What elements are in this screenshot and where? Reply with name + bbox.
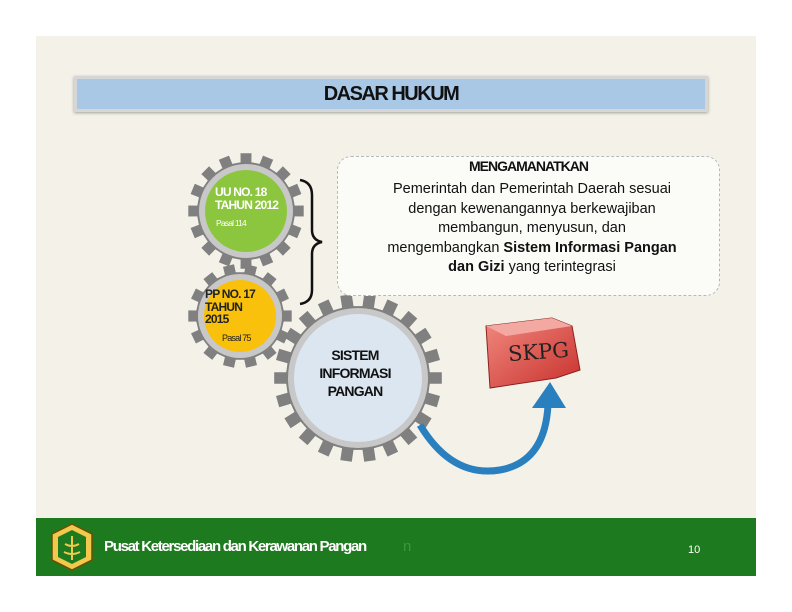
gear-center-line1: SISTEM [331, 347, 379, 363]
gear-uu-face [205, 170, 287, 252]
arrow-head-icon [532, 382, 566, 408]
curved-arrow-icon [417, 404, 552, 475]
gear-uu-line2: TAHUN 2012 [215, 197, 279, 212]
gear-uu-title: UU NO. 18 TAHUN 2012 [215, 185, 279, 212]
page-number: 10 [688, 544, 701, 556]
mandate-line1: Pemerintah dan Pemerintah Daerah sesuai [392, 181, 672, 197]
mandate-line5-bold: dan Gizi [448, 259, 505, 275]
mandate-body: Pemerintah dan Pemerintah Daerah sesuai … [350, 180, 714, 278]
mandate-line2: dengan kewenangannya berkewajiban [408, 200, 656, 217]
skpg-label: SKPG [507, 337, 570, 367]
gear-pp-line2: TAHUN [205, 299, 243, 314]
mandate-line4-plain: mengembangkan [387, 239, 504, 256]
gear-pp-line3: 2015 [205, 312, 229, 327]
gear-center-icon [274, 294, 442, 462]
mandate-line5: dan Gizi yang terintegrasi [350, 258, 714, 278]
mandate-box [337, 156, 720, 296]
footer-bar [36, 518, 756, 576]
gear-pp-face [204, 280, 276, 352]
gear-uu-icon [188, 153, 304, 269]
mandate-line5-plain: yang terintegrasi [504, 259, 616, 275]
mandate-line4-bold: Sistem Informasi Pangan [503, 239, 677, 256]
mandate-heading: MENGAMANATKAN [469, 158, 589, 174]
gear-center-title: SISTEM INFORMASI PANGAN [304, 346, 406, 400]
title-bar: DASAR HUKUM [74, 76, 708, 112]
gear-pp-pasal: Pasal 75 [222, 333, 251, 343]
mandate-line4: mengembangkan Sistem Informasi Pangan [350, 239, 714, 259]
gear-uu-pasal: Pasal 114 [216, 218, 247, 228]
footer-title: Pusat Ketersediaan dan Kerawanan Pangan [104, 538, 367, 555]
page-title: DASAR HUKUM [323, 82, 460, 105]
skpg-arrow-icon [485, 317, 581, 389]
mandate-line3: membangun, menyusun, dan [438, 220, 626, 236]
gear-center-face [294, 314, 422, 442]
gear-pp-title: PP NO. 17 TAHUN 2015 [205, 287, 256, 327]
gear-center-line2: INFORMASI [319, 365, 391, 381]
gear-pp-line1: PP NO. 17 [205, 287, 256, 301]
gear-pp-icon [188, 264, 292, 368]
ministry-logo-icon [51, 523, 93, 571]
gear-center-line3: PANGAN [327, 383, 384, 399]
bracket-icon [299, 178, 323, 306]
footer-ghost-text: n [403, 538, 412, 555]
gear-uu-line1: UU NO. 18 [215, 185, 267, 199]
